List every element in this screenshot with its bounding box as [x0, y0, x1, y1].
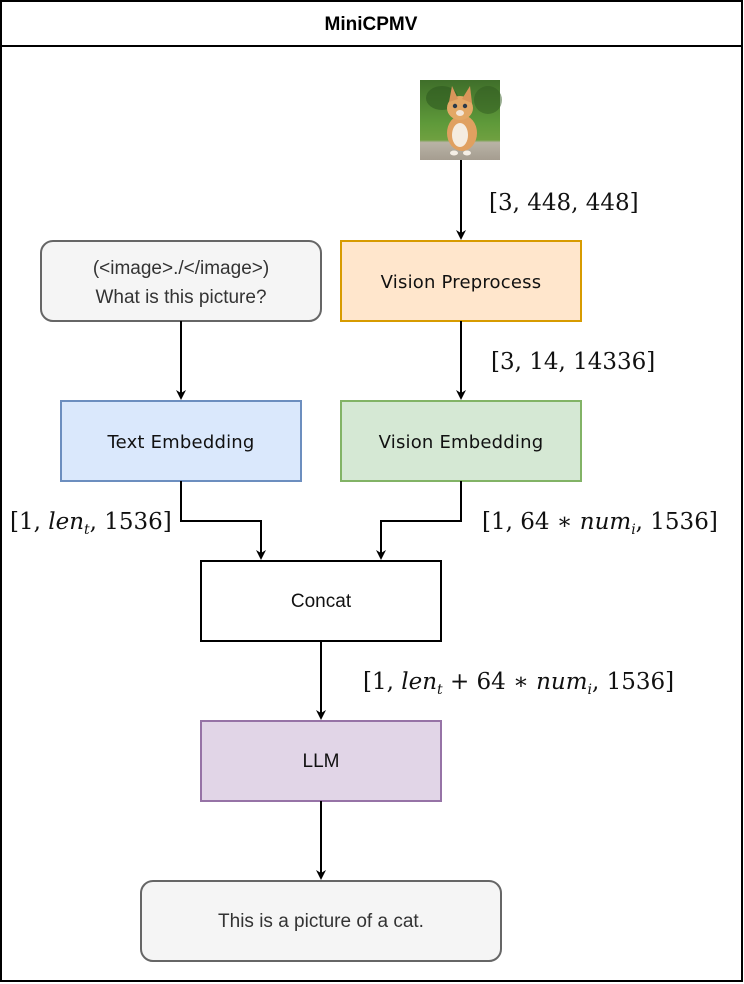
edge-concat-to-llm: [1, lent + 64 ∗ numi, 1536] [316, 641, 674, 720]
vision-preprocess-label: Vision Preprocess [381, 272, 542, 293]
concat-node: Concat [200, 560, 442, 642]
prompt-node: (<image>./</image>) What is this picture… [40, 240, 322, 322]
vision-preprocess-node: Vision Preprocess [340, 240, 582, 322]
edge-label-text-embedding-shape: [1, lent, 1536] [10, 509, 172, 538]
edge-text-embedding-to-concat: [1, lent, 1536] [10, 481, 266, 560]
edge-label-vision-embedding-shape: [1, 64 ∗ numi, 1536] [482, 509, 718, 538]
vision-embedding-node: Vision Embedding [340, 400, 582, 482]
text-embedding-node: Text Embedding [60, 400, 302, 482]
llm-label: LLM [303, 751, 340, 772]
cat-photo-icon [420, 80, 502, 160]
output-label: This is a picture of a cat. [218, 911, 424, 932]
vision-embedding-label: Vision Embedding [379, 432, 544, 453]
diagram-title: MiniCPMV [325, 14, 418, 35]
edge-preprocess-to-vision-embedding: [3, 14, 14336] [456, 321, 655, 400]
edge-image-to-preprocess: [3, 448, 448] [456, 160, 639, 240]
edge-label-preprocess-shape: [3, 14, 14336] [491, 349, 655, 375]
text-embedding-label: Text Embedding [106, 432, 254, 453]
edge-label-image-shape: [3, 448, 448] [489, 190, 639, 216]
concat-label: Concat [291, 591, 352, 612]
llm-node: LLM [200, 720, 442, 802]
output-node: This is a picture of a cat. [140, 880, 502, 962]
prompt-line-2: What is this picture? [95, 287, 266, 308]
edge-label-concat-shape: [1, lent + 64 ∗ numi, 1536] [363, 669, 674, 698]
prompt-line-1: (<image>./</image>) [93, 258, 269, 279]
edge-vision-embedding-to-concat: [1, 64 ∗ numi, 1536] [376, 481, 718, 560]
